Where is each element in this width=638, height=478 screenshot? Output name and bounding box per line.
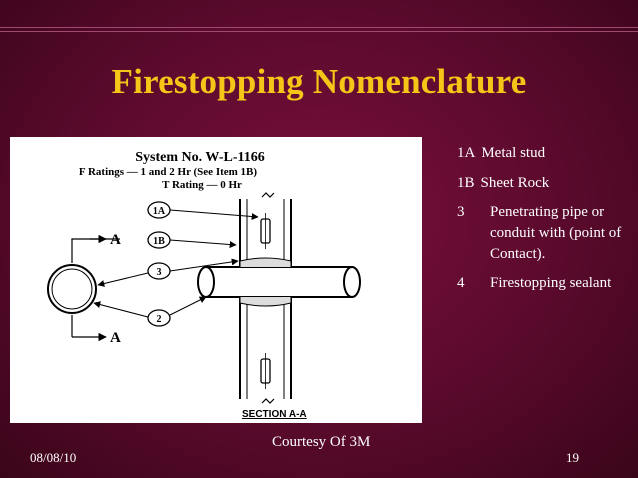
slide-title: Firestopping Nomenclature	[111, 62, 527, 101]
callout-1b-label: 1B	[153, 236, 165, 247]
slide-page-number: 19	[566, 450, 579, 465]
section-caption: SECTION A-A	[242, 409, 307, 420]
section-marker-bottom: A	[71, 315, 121, 346]
callout-2: 2	[93, 296, 207, 327]
f-ratings: F Ratings — 1 and 2 Hr (See Item 1B)	[79, 166, 257, 178]
legend-item-1b: 1B Sheet Rock	[457, 173, 635, 194]
section-marker-top: A	[71, 232, 121, 263]
top-rule-2	[0, 31, 638, 32]
legend-list: 1A Metal stud 1B Sheet Rock 3 Penetratin…	[457, 143, 635, 294]
legend-text: Penetrating pipe or conduit with (point …	[490, 204, 622, 262]
courtesy-note: Courtesy Of 3M	[272, 434, 371, 450]
legend-item-1a: 1A Metal stud	[457, 143, 635, 164]
diagram-drawing: System No. W-L-1166 F Ratings — 1 and 2 …	[47, 150, 361, 420]
penetrating-pipe	[197, 257, 361, 307]
pipe-section-view	[47, 264, 97, 314]
callout-3: 3	[97, 258, 239, 287]
callout-1a: 1A	[147, 201, 259, 220]
callout-3-label: 3	[157, 267, 162, 278]
legend-code: 1B	[457, 175, 475, 191]
slide-date: 08/08/10	[30, 450, 77, 465]
callout-1a-label: 1A	[153, 206, 166, 217]
legend-item-3: 3 Penetrating pipe or conduit with (poin…	[457, 202, 635, 265]
t-rating: T Rating — 0 Hr	[162, 179, 242, 191]
legend-text: Firestopping sealant	[490, 275, 612, 291]
callout-2-label: 2	[157, 314, 162, 325]
legend-item-4: 4 Firestopping sealant	[457, 273, 635, 294]
top-rule-1	[0, 27, 638, 28]
legend-code: 4	[457, 275, 465, 291]
legend-text: Metal stud	[481, 145, 546, 161]
firestop-diagram: System No. W-L-1166 F Ratings — 1 and 2 …	[10, 137, 422, 423]
legend-text: Sheet Rock	[480, 175, 550, 191]
legend-code: 1A	[457, 145, 476, 161]
system-number: System No. W-L-1166	[135, 150, 265, 165]
callout-1b: 1B	[147, 231, 237, 249]
section-letter-bottom: A	[110, 330, 121, 346]
legend-code: 3	[457, 204, 465, 220]
section-letter-top: A	[110, 232, 121, 248]
